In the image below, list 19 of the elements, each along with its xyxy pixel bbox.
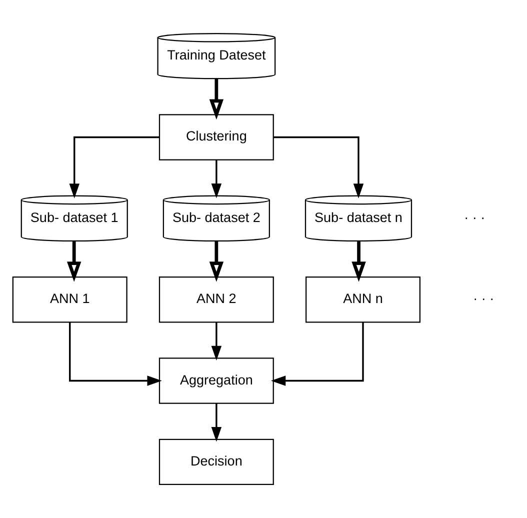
- arrow: [209, 241, 224, 282]
- arrow: [273, 136, 364, 198]
- arrow: [69, 136, 160, 198]
- node-box: Aggregation: [158, 358, 274, 404]
- arrow: [270, 322, 364, 386]
- node-box: Clustering: [158, 114, 274, 160]
- node-box: Decision: [158, 438, 274, 486]
- arrow: [352, 241, 366, 282]
- node-box: ANN n: [306, 276, 420, 323]
- label: · · ·: [473, 291, 494, 306]
- arrow: [69, 322, 162, 386]
- arrow: [211, 322, 222, 361]
- node-box: ANN 1: [12, 276, 128, 323]
- arrow: [209, 78, 224, 120]
- arrow: [211, 403, 222, 442]
- label: · · ·: [464, 210, 486, 225]
- arrow: [66, 241, 82, 282]
- arrow: [211, 160, 222, 198]
- node-box: ANN 2: [158, 276, 274, 323]
